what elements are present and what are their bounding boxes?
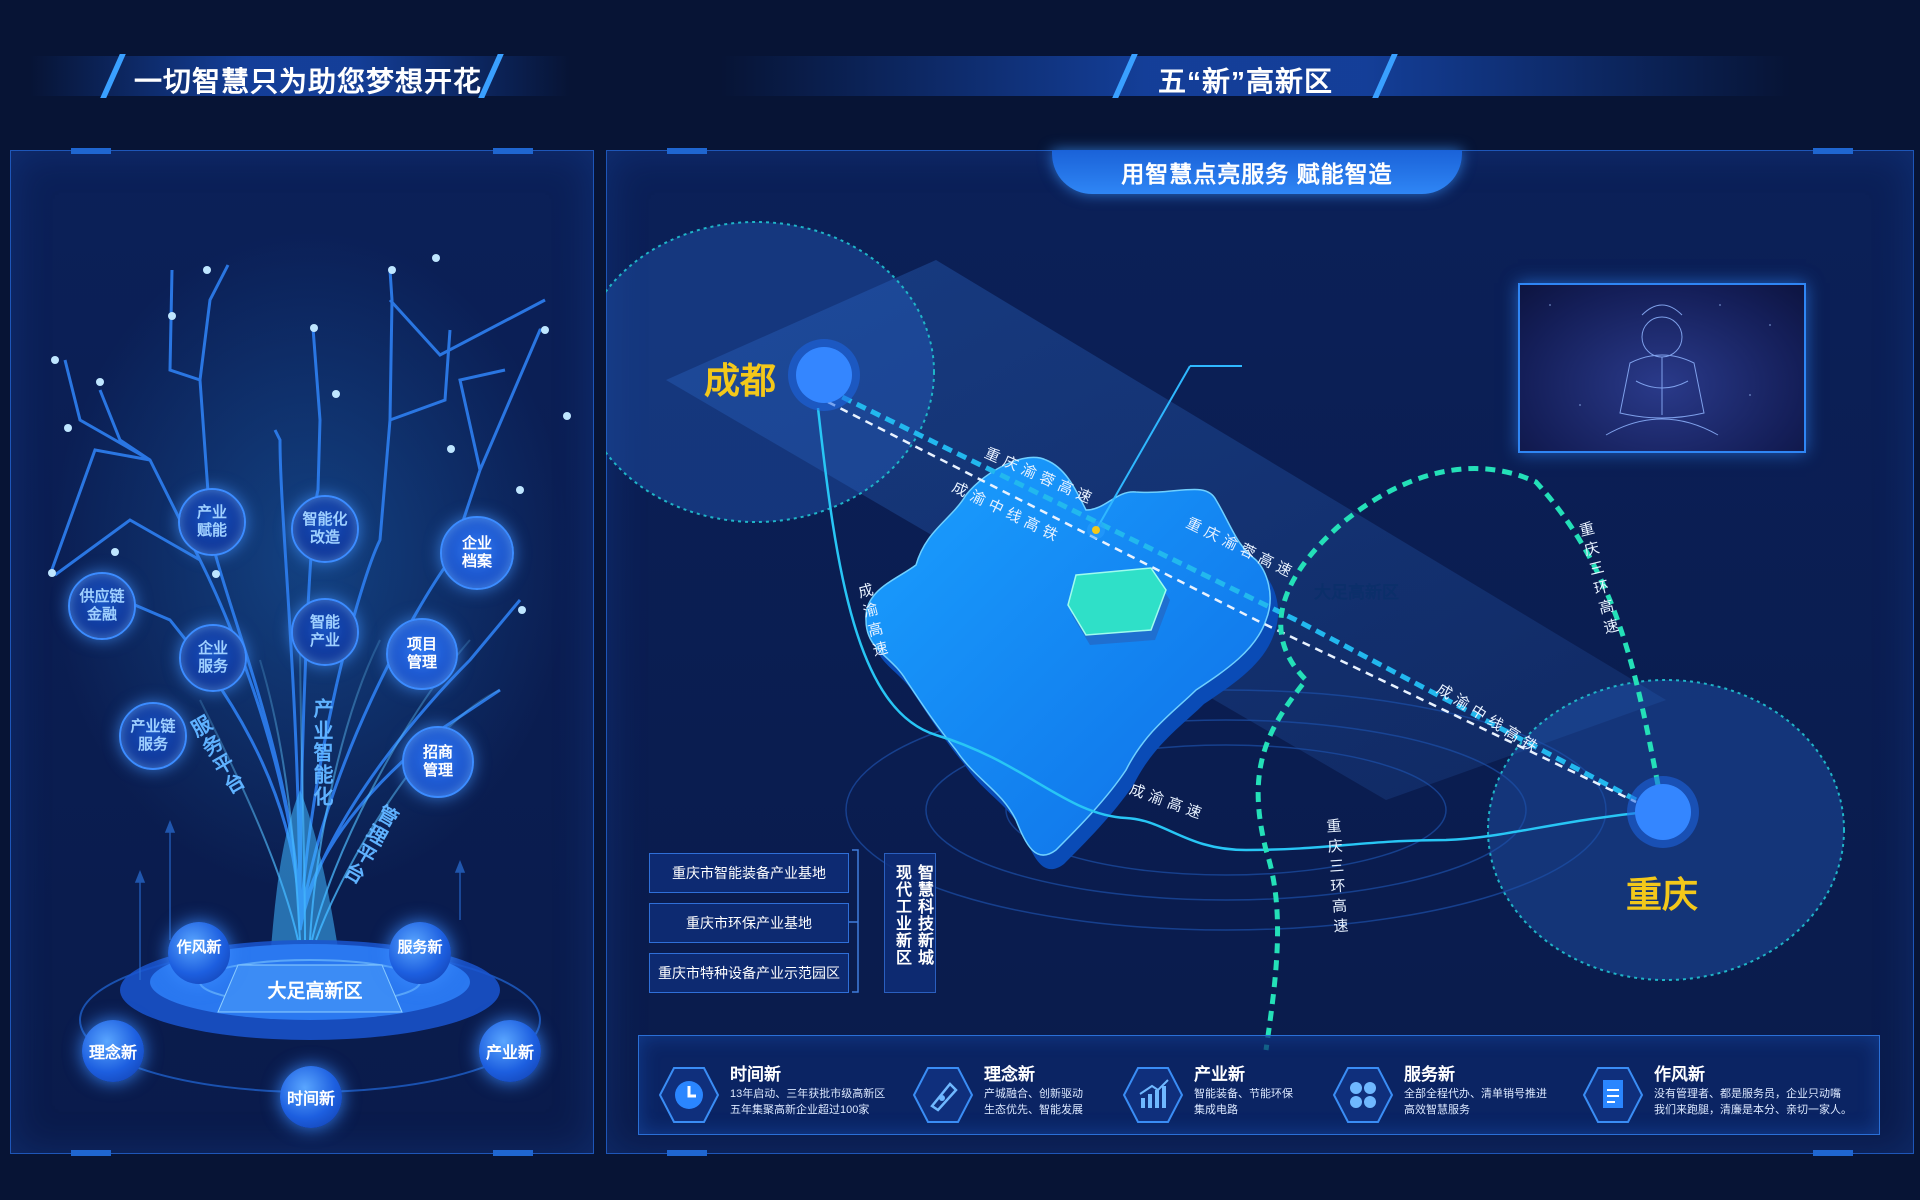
base-item[interactable]: 重庆市特种设备产业示范园区 (649, 953, 849, 993)
ring-item-label: 服务新 (397, 939, 443, 956)
ring-item-label: 时间新 (286, 1091, 335, 1108)
base-item[interactable]: 重庆市智能装备产业基地 (649, 853, 849, 893)
pen-icon (912, 1067, 974, 1123)
tree-node-label: 项目 管理 (406, 636, 437, 671)
ring-item-time[interactable]: 时间新 (280, 1066, 342, 1128)
ring-item-concept[interactable]: 理念新 (82, 1020, 144, 1082)
tree-node-label: 企业 档案 (461, 535, 492, 570)
right-panel-corner (667, 148, 707, 154)
ring-item-label: 作风新 (176, 939, 222, 956)
features-bar (638, 1035, 1880, 1135)
city-chengdu-label: 成都 (704, 360, 777, 401)
feature-desc-line: 产城融合、创新驱动 (984, 1088, 1083, 1100)
map-banner: 用智慧点亮服务 赋能智造 (1052, 150, 1462, 194)
tree-node-smart-transform[interactable]: 智能化 改造 (291, 495, 359, 563)
document-icon (1582, 1067, 1644, 1123)
right-header-title: 五“新”高新区 (1158, 66, 1334, 97)
feature-title: 产业新 (1194, 1065, 1245, 1084)
ring-item-service[interactable]: 服务新 (389, 922, 451, 984)
left-panel-corner (493, 1150, 533, 1156)
right-panel-corner (1813, 1150, 1853, 1156)
tree-node-label: 智能 产业 (309, 614, 340, 649)
right-panel-corner (667, 1150, 707, 1156)
tree-node-supply-chain-finance[interactable]: 供应链 金融 (68, 572, 136, 640)
feature-desc-line: 高效智慧服务 (1404, 1104, 1470, 1116)
feature-industry[interactable]: 产业新 智能装备、节能环保集成电路 (1122, 1058, 1322, 1138)
tree-node-label: 企业 服务 (197, 640, 228, 675)
feature-desc: 没有管理者、都是服务员，企业只动嘴我们来跑腿，清廉是本分、亲切一家人。 (1654, 1086, 1852, 1118)
clock-icon (658, 1067, 720, 1123)
feature-style[interactable]: 作风新 没有管理者、都是服务员，企业只动嘴我们来跑腿，清廉是本分、亲切一家人。 (1582, 1058, 1872, 1138)
feature-desc: 智能装备、节能环保集成电路 (1194, 1086, 1293, 1118)
feature-desc-line: 没有管理者、都是服务员，企业只动嘴 (1654, 1088, 1841, 1100)
grid-icon (1332, 1067, 1394, 1123)
right-header-band (720, 56, 1790, 96)
feature-desc-line: 集成电路 (1194, 1104, 1238, 1116)
ring-item-label: 理念新 (88, 1045, 137, 1062)
feature-title: 理念新 (984, 1065, 1035, 1084)
buddha-statue-image (1549, 304, 1771, 436)
feature-time[interactable]: 时间新 13年启动、三年获批市级高新区五年集聚高新企业超过100家 (658, 1058, 898, 1138)
feature-desc: 全部全程代办、清单销号推进高效智慧服务 (1404, 1086, 1547, 1118)
feature-desc: 产城融合、创新驱动生态优先、智能发展 (984, 1086, 1083, 1118)
feature-desc-line: 全部全程代办、清单销号推进 (1404, 1088, 1547, 1100)
tree-node-enterprise-service[interactable]: 企业 服务 (179, 624, 247, 692)
left-panel-corner (71, 1150, 111, 1156)
ring-item-label: 产业新 (485, 1045, 534, 1062)
tree-node-chain-service[interactable]: 产业链 服务 (119, 702, 187, 770)
ring-item-style[interactable]: 作风新 (168, 922, 230, 984)
feature-desc-line: 五年集聚高新企业超过100家 (730, 1104, 870, 1116)
left-panel-corner (71, 148, 111, 154)
base-item[interactable]: 重庆市环保产业基地 (649, 903, 849, 943)
tree-node-label: 智能化 改造 (302, 511, 348, 546)
industry-intelligence-label: 产业智能化 (310, 698, 332, 808)
city-type-columns: 现代工业新区 智慧科技新城 (884, 853, 936, 993)
feature-desc-line: 生态优先、智能发展 (984, 1104, 1083, 1116)
left-panel-corner (493, 148, 533, 154)
feature-desc-line: 13年启动、三年获批市级高新区 (730, 1088, 886, 1100)
ring-item-industry[interactable]: 产业新 (479, 1020, 541, 1082)
tree-base-label: 大足高新区 (267, 981, 363, 1002)
feature-desc-line: 我们来跑腿，清廉是本分、亲切一家人。 (1654, 1104, 1852, 1116)
chart-icon (1122, 1067, 1184, 1123)
tree-node-label: 产业 赋能 (196, 504, 227, 539)
tree-node-label: 供应链 金融 (79, 588, 125, 623)
city-chongqing-label: 重庆 (1626, 874, 1699, 915)
right-panel-corner (1813, 148, 1853, 154)
tree-node-industry-empower[interactable]: 产业 赋能 (178, 488, 246, 556)
tree-node-enterprise-archive[interactable]: 企业 档案 (440, 516, 514, 590)
feature-concept[interactable]: 理念新 产城融合、创新驱动生态优先、智能发展 (912, 1058, 1112, 1138)
feature-title: 时间新 (730, 1065, 781, 1084)
tree-node-investment-mgmt[interactable]: 招商 管理 (402, 726, 474, 798)
tree-node-label: 产业链 服务 (130, 718, 176, 753)
city-col-left: 现代工业新区 (893, 864, 910, 966)
map-banner-text: 用智慧点亮服务 赋能智造 (1121, 161, 1393, 187)
feature-desc: 13年启动、三年获批市级高新区五年集聚高新企业超过100家 (730, 1086, 885, 1118)
left-header-title: 一切智慧只为助您梦想开花 (134, 66, 483, 97)
feature-title: 服务新 (1404, 1065, 1455, 1084)
city-col-right: 智慧科技新城 (915, 864, 932, 966)
tree-node-project-mgmt[interactable]: 项目 管理 (386, 618, 458, 690)
district-label: 大足高新区 (1314, 583, 1399, 602)
tree-node-smart-industry[interactable]: 智能 产业 (291, 598, 359, 666)
feature-desc-line: 智能装备、节能环保 (1194, 1088, 1293, 1100)
feature-service[interactable]: 服务新 全部全程代办、清单销号推进高效智慧服务 (1332, 1058, 1572, 1138)
feature-title: 作风新 (1654, 1065, 1705, 1084)
buddha-photo-frame (1518, 283, 1806, 453)
map-graphic (606, 221, 1845, 1051)
tree-node-label: 招商 管理 (422, 744, 453, 779)
